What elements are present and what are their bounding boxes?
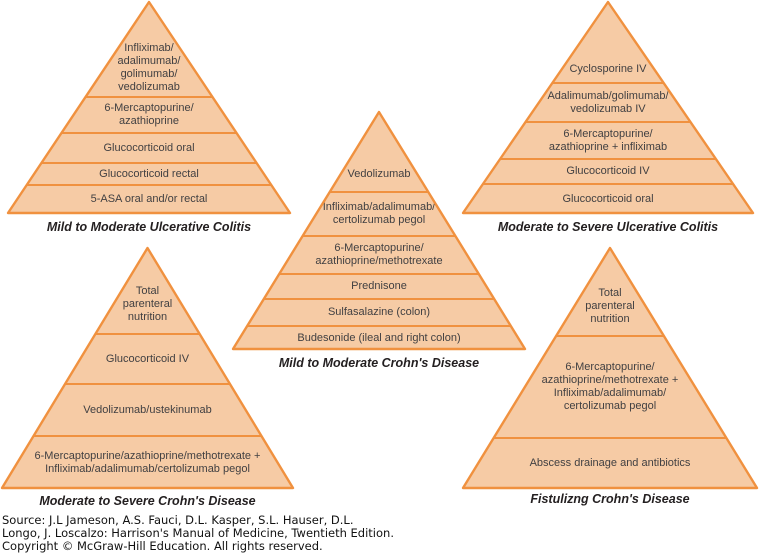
pyramid-layer: Abscess drainage and antibiotics (463, 437, 757, 488)
layer-label: Adalimumab/golimumab/ vedolizumab IV (547, 89, 669, 115)
layer-label: Total parenteral nutrition (585, 287, 635, 325)
pyramid-layer: Total parenteral nutrition (2, 248, 293, 333)
pyramid-layer: Infliximab/ adalimumab/ golimumab/ vedol… (8, 2, 290, 96)
pyramid-title: Fistulizng Crohn's Disease (530, 492, 690, 506)
layer-label: Glucocorticoid rectal (99, 167, 199, 180)
layer-label: Total parenteral nutrition (122, 285, 173, 323)
layer-label: Glucocorticoid IV (566, 165, 650, 177)
pyramid-layer: Total parenteral nutrition (463, 248, 757, 335)
pyramid-layer: Glucocorticoid IV (463, 158, 753, 183)
layer-label: Glucocorticoid IV (105, 352, 190, 365)
pyramid-mild-moderate-ulcerative-colitis: Infliximab/ adalimumab/ golimumab/ vedol… (8, 2, 290, 234)
layer-label: Glucocorticoid oral (562, 192, 654, 205)
layer-label: 6-Mercaptopurine/azathioprine/methotrexa… (34, 449, 261, 475)
source-attribution: Source: J.L Jameson, A.S. Fauci, D.L. Ka… (2, 514, 394, 553)
pyramid-layer: Glucocorticoid IV (2, 333, 293, 383)
pyramid-moderate-severe-ulcerative-colitis: Cyclosporine IV Adalimumab/golimumab/ ve… (463, 2, 753, 234)
layer-label: Infliximab/adalimumab/ certolizumab pego… (322, 201, 436, 226)
pyramid-layer: 6-Mercaptopurine/azathioprine/methotrexa… (2, 435, 293, 488)
layer-label: 6-Mercaptopurine/ azathioprine (104, 102, 194, 127)
layer-label: Sulfasalazine (colon) (327, 306, 431, 318)
layer-label: Infliximab/ adalimumab/ golimumab/ vedol… (117, 42, 181, 93)
layer-label: Cyclosporine IV (569, 63, 647, 75)
source-line: Source: J.L Jameson, A.S. Fauci, D.L. Ka… (2, 513, 354, 527)
source-line: Longo, J. Loscalzo: Harrison's Manual of… (2, 526, 394, 540)
pyramid-fistulizing-crohns-disease: Total parenteral nutrition 6-Mercaptopur… (463, 248, 757, 506)
layer-label: 6-Mercaptopurine/ azathioprine/methotrex… (315, 242, 443, 267)
layer-label: Prednisone (351, 280, 407, 292)
pyramid-shape: Cyclosporine IV Adalimumab/golimumab/ ve… (463, 2, 753, 213)
layer-label: Abscess drainage and antibiotics (529, 457, 691, 469)
pyramid-title: Mild to Moderate Ulcerative Colitis (46, 220, 252, 234)
pyramid-layer: Cyclosporine IV (463, 2, 753, 82)
layer-label: Vedolizumab (347, 168, 411, 180)
pyramid-title: Moderate to Severe Crohn's Disease (39, 494, 256, 508)
pyramid-moderate-severe-crohns-disease: Total parenteral nutrition Glucocorticoi… (2, 248, 293, 508)
pyramid-layer: Vedolizumab/ustekinumab (2, 383, 293, 435)
pyramid-title: Mild to Moderate Crohn's Disease (278, 356, 480, 370)
layer-label: 6-Mercaptopurine/ azathioprine/methotrex… (541, 361, 679, 412)
pyramid-layer: 6-Mercaptopurine/ azathioprine/methotrex… (463, 335, 757, 437)
pyramid-layer: 6-Mercaptopurine/ azathioprine + inflixi… (463, 121, 753, 158)
layer-label: Budesonide (ileal and right colon) (297, 331, 461, 344)
layer-label: 6-Mercaptopurine/ azathioprine + inflixi… (548, 127, 668, 153)
layer-label: Vedolizumab/ustekinumab (83, 403, 212, 416)
layer-label: 5-ASA oral and/or rectal (90, 193, 208, 205)
pyramid-layer: Glucocorticoid oral (463, 183, 753, 213)
layer-label: Glucocorticoid oral (103, 141, 195, 154)
pyramid-shape: Total parenteral nutrition Glucocorticoi… (2, 248, 293, 488)
pyramid-title: Moderate to Severe Ulcerative Colitis (497, 220, 719, 234)
pyramid-layer: Adalimumab/golimumab/ vedolizumab IV (463, 82, 753, 121)
source-line: Copyright © McGraw-Hill Education. All r… (2, 539, 323, 553)
pyramid-shape: Total parenteral nutrition 6-Mercaptopur… (463, 248, 757, 488)
